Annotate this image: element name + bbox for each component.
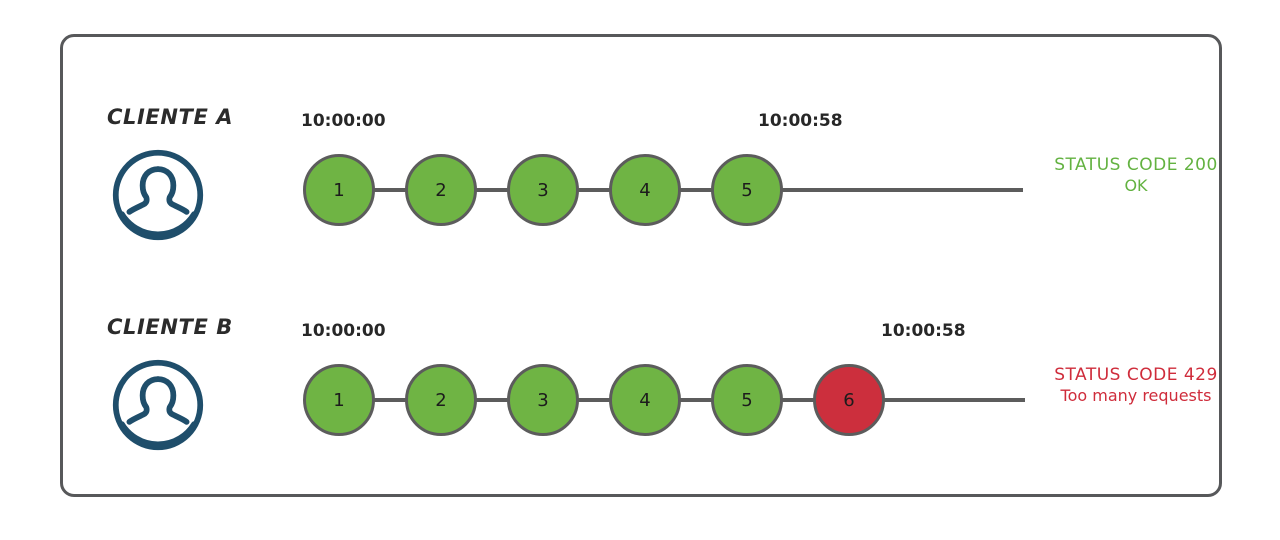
client-a-timestamp-end: 10:00:58 bbox=[758, 111, 843, 131]
request-node-number: 3 bbox=[537, 179, 549, 201]
client-b-label: CLIENTE B bbox=[107, 315, 233, 339]
request-node-number: 6 bbox=[843, 389, 855, 411]
request-node-number: 2 bbox=[435, 389, 447, 411]
request-node-number: 5 bbox=[741, 179, 753, 201]
request-node[interactable]: 3 bbox=[507, 154, 579, 226]
client-a-result-line bbox=[771, 188, 1023, 192]
request-node-number: 3 bbox=[537, 389, 549, 411]
diagram-frame: CLIENTE A 10:00:00 10:00:58 1 2 bbox=[60, 34, 1222, 497]
request-node-number: 4 bbox=[639, 179, 651, 201]
request-node-number: 2 bbox=[435, 179, 447, 201]
request-node[interactable]: 4 bbox=[609, 364, 681, 436]
request-node[interactable]: 5 bbox=[711, 154, 783, 226]
user-avatar-icon bbox=[110, 147, 206, 243]
request-node-rejected[interactable]: 6 bbox=[813, 364, 885, 436]
request-node[interactable]: 1 bbox=[303, 364, 375, 436]
request-node[interactable]: 2 bbox=[405, 154, 477, 226]
client-b-timestamp-end: 10:00:58 bbox=[881, 321, 966, 341]
client-b-timestamp-start: 10:00:00 bbox=[301, 321, 386, 341]
client-a-status-description: OK bbox=[1124, 175, 1148, 195]
request-node[interactable]: 3 bbox=[507, 364, 579, 436]
request-node[interactable]: 4 bbox=[609, 154, 681, 226]
client-a-status: STATUS CODE 200 OK bbox=[1021, 155, 1251, 195]
request-node[interactable]: 5 bbox=[711, 364, 783, 436]
client-a-status-code: STATUS CODE 200 bbox=[1054, 155, 1218, 175]
client-a-timestamp-start: 10:00:00 bbox=[301, 111, 386, 131]
request-node[interactable]: 2 bbox=[405, 364, 477, 436]
client-a-label: CLIENTE A bbox=[107, 105, 234, 129]
request-node-number: 1 bbox=[333, 389, 345, 411]
user-avatar-icon bbox=[110, 357, 206, 453]
request-node-number: 1 bbox=[333, 179, 345, 201]
client-b-status-description: Too many requests bbox=[1060, 385, 1212, 405]
client-b-result-line bbox=[873, 398, 1025, 402]
request-node[interactable]: 1 bbox=[303, 154, 375, 226]
client-b-status: STATUS CODE 429 Too many requests bbox=[1013, 365, 1259, 405]
client-row-a: CLIENTE A 10:00:00 10:00:58 1 2 bbox=[63, 59, 1219, 259]
client-b-status-code: STATUS CODE 429 bbox=[1054, 365, 1218, 385]
request-node-number: 4 bbox=[639, 389, 651, 411]
client-row-b: CLIENTE B 10:00:00 10:00:58 1 2 bbox=[63, 269, 1219, 469]
request-node-number: 5 bbox=[741, 389, 753, 411]
